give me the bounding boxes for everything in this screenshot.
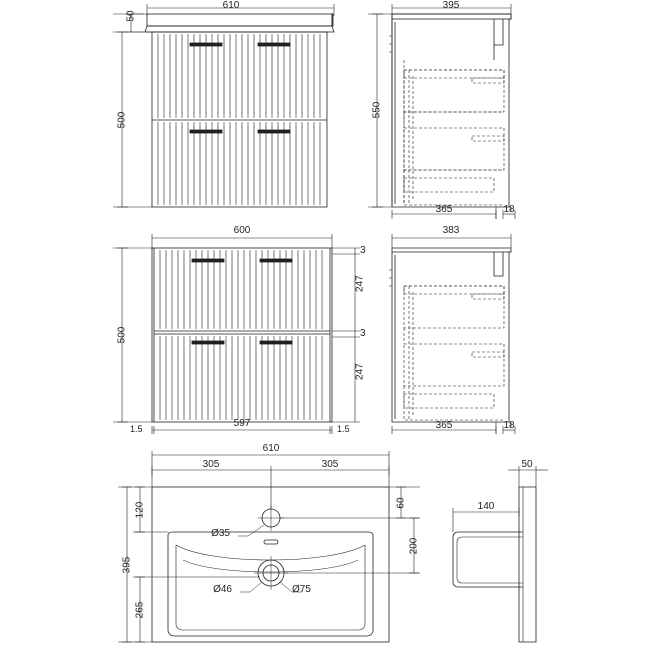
dim-basin-305-right: 305 bbox=[321, 459, 339, 470]
dim-247-bottom: 247 bbox=[354, 363, 366, 380]
dim-500-v3: 500 bbox=[116, 326, 128, 344]
handle-upper-2 bbox=[191, 258, 293, 263]
side-section-bottom bbox=[389, 247, 512, 423]
dim-basin-120: 120 bbox=[134, 501, 146, 519]
dim-50: 50 bbox=[125, 10, 137, 22]
dim-610-top: 610 bbox=[222, 0, 240, 11]
dim-basin-side-140: 140 bbox=[477, 501, 495, 512]
dim-1-5-right: 1.5 bbox=[337, 424, 350, 434]
dim-3-mid: 3 bbox=[360, 328, 366, 339]
handle-upper bbox=[189, 42, 291, 47]
basin-side bbox=[452, 486, 537, 643]
dims-basin-side bbox=[452, 466, 548, 532]
dim-247-top: 247 bbox=[354, 275, 366, 292]
dims-basin-plan bbox=[118, 451, 420, 643]
dims-view2 bbox=[368, 4, 516, 219]
front-elevation-bottom bbox=[151, 247, 333, 423]
dim-1-5-left: 1.5 bbox=[130, 424, 143, 434]
dims-view4 bbox=[391, 234, 516, 434]
dim-383: 383 bbox=[442, 225, 460, 236]
front-elevation-top bbox=[144, 13, 335, 208]
dim-waste-outer-diameter: Ø75 bbox=[292, 584, 311, 595]
dim-waste-inner-diameter: Ø46 bbox=[213, 584, 232, 595]
dims-view3 bbox=[113, 234, 360, 434]
dim-basin-265: 265 bbox=[134, 601, 146, 619]
dim-basin-395: 395 bbox=[121, 556, 133, 574]
dim-basin-610: 610 bbox=[262, 443, 280, 454]
dim-18-v4: 18 bbox=[503, 420, 515, 431]
dim-basin-200: 200 bbox=[408, 537, 420, 555]
dim-18-v2: 18 bbox=[503, 204, 515, 215]
dim-3-top: 3 bbox=[360, 245, 366, 256]
dim-tap-hole-diameter: Ø35 bbox=[211, 528, 230, 539]
handle-lower bbox=[189, 129, 291, 134]
dim-365-v4: 365 bbox=[435, 420, 453, 431]
dim-597: 597 bbox=[233, 418, 251, 429]
dim-600: 600 bbox=[233, 225, 251, 236]
dim-basin-side-50: 50 bbox=[521, 459, 533, 470]
side-section-top bbox=[389, 13, 512, 208]
dim-basin-305-left: 305 bbox=[202, 459, 220, 470]
dim-395: 395 bbox=[442, 0, 460, 11]
dim-550: 550 bbox=[371, 101, 383, 119]
handle-lower-2 bbox=[191, 340, 293, 345]
dims-view1 bbox=[113, 4, 335, 208]
dim-500-v1: 500 bbox=[116, 111, 128, 129]
dim-365-v2: 365 bbox=[435, 204, 453, 215]
basin-plan bbox=[151, 486, 390, 643]
dim-basin-60: 60 bbox=[395, 497, 407, 509]
